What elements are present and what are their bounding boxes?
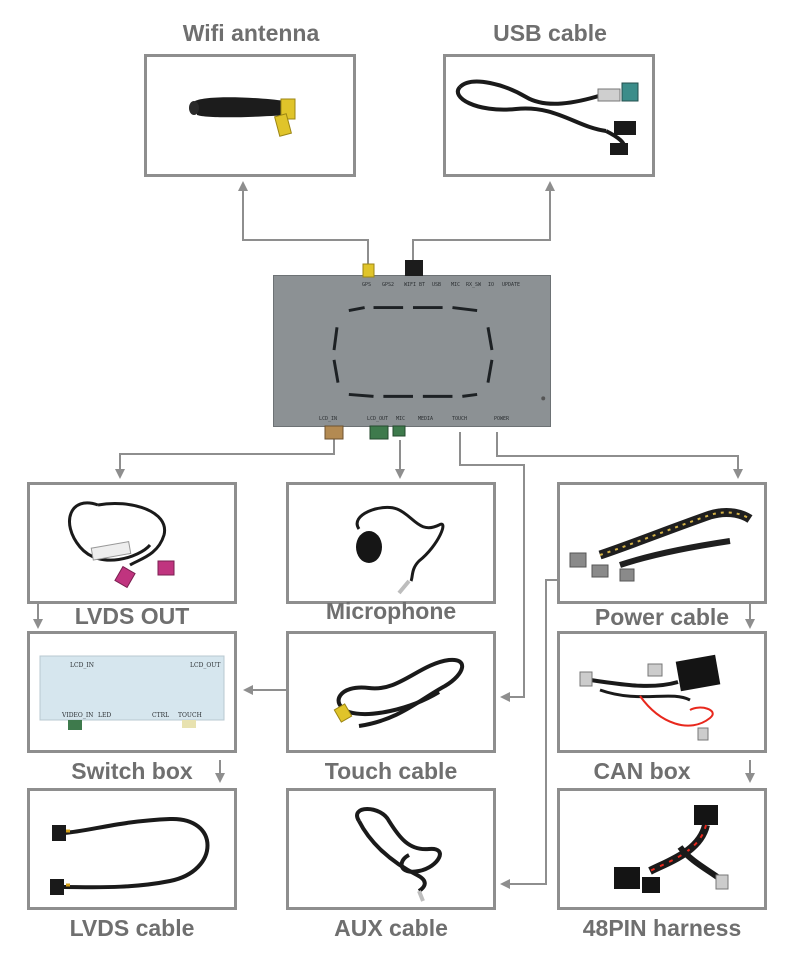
- lvds-cable-label: LVDS cable: [69, 915, 195, 941]
- switch-box-label: Switch box: [71, 758, 193, 784]
- usb-cable-box: [443, 54, 655, 177]
- lvds-out-box: [27, 482, 237, 604]
- touch-cable-box: [286, 631, 496, 753]
- main-interface-unit: GPS GPS2 WIFI BT USB MIC RX_SW IO UPDATE…: [273, 275, 551, 427]
- main-unit-image: [332, 306, 546, 401]
- unit-port-touch: TOUCH: [452, 416, 468, 422]
- unit-port-mic-top: MIC: [451, 282, 461, 288]
- switch-port-video-in: VIDEO_IN: [62, 712, 94, 719]
- lvds-cable-box: [27, 788, 237, 910]
- unit-port-rx-sw: RX_SW: [466, 282, 482, 288]
- wifi-antenna-label: Wifi antenna: [182, 20, 320, 46]
- harness-box: [557, 788, 767, 910]
- unit-port-lcd-out: LCD_OUT: [367, 416, 389, 422]
- unit-port-media: MEDIA: [418, 416, 434, 422]
- switch-port-lcd-out: LCD_OUT: [190, 662, 221, 669]
- aux-cable-box: [286, 788, 496, 910]
- arrow-to-aux-cable: [500, 579, 557, 889]
- usb-cable-label: USB cable: [493, 20, 607, 46]
- harness-label: 48PIN harness: [582, 915, 742, 941]
- unit-port-mic-bottom: MIC: [396, 416, 406, 422]
- lvds-out-label: LVDS OUT: [74, 603, 190, 629]
- unit-port-usb: USB: [432, 282, 442, 288]
- arrow-to-lvds-out: [115, 436, 335, 479]
- can-box-box: [557, 631, 767, 753]
- unit-port-power: POWER: [494, 416, 510, 422]
- unit-port-lcd-in: LCD_IN: [319, 416, 338, 422]
- lvds-out-image: [68, 501, 175, 589]
- arrow-to-usb: [412, 181, 555, 262]
- connector-usb-black: [405, 260, 423, 276]
- unit-port-gps: GPS: [362, 282, 372, 288]
- can-box-image: [579, 654, 721, 741]
- unit-port-gps2: GPS2: [382, 282, 395, 288]
- connector-lcd-out-green: [369, 425, 389, 440]
- wifi-antenna-box: [144, 54, 356, 177]
- power-cable-label: Power cable: [594, 604, 730, 630]
- touch-cable-image: [333, 657, 464, 728]
- unit-port-wifi-bt: WIFI BT: [404, 282, 426, 288]
- switch-port-lcd-in: LCD_IN: [70, 662, 95, 669]
- switch-box-box: LCD_IN LCD_OUT VIDEO_IN LED CTRL TOUCH: [27, 631, 237, 753]
- connector-mic-small: [392, 425, 406, 437]
- can-box-label: CAN box: [593, 758, 691, 784]
- switch-port-led: LED: [98, 712, 112, 719]
- connector-lcd-in-brown: [324, 425, 344, 440]
- microphone-label: Microphone: [325, 598, 457, 624]
- power-cable-image: [569, 508, 753, 582]
- switch-port-touch: TOUCH: [178, 712, 202, 719]
- aux-cable-image: [355, 807, 442, 902]
- arrow-to-power-cable: [496, 432, 743, 479]
- connector-gps-yellow: [362, 263, 375, 278]
- lvds-cable-image: [50, 816, 210, 895]
- unit-port-io: IO: [488, 282, 495, 288]
- harness-image: [614, 805, 729, 893]
- microphone-box: [286, 482, 496, 604]
- unit-port-update: UPDATE: [502, 282, 521, 288]
- wifi-antenna-image: [189, 97, 296, 137]
- switch-box-image: [39, 655, 225, 730]
- touch-cable-label: Touch cable: [324, 758, 458, 784]
- arrow-to-wifi: [238, 181, 369, 272]
- aux-cable-label: AUX cable: [334, 915, 448, 941]
- switch-port-ctrl: CTRL: [152, 712, 170, 719]
- microphone-image: [355, 505, 445, 595]
- usb-cable-image: [456, 79, 639, 155]
- power-cable-box: [557, 482, 767, 604]
- arrow-to-touch-cable: [459, 432, 525, 702]
